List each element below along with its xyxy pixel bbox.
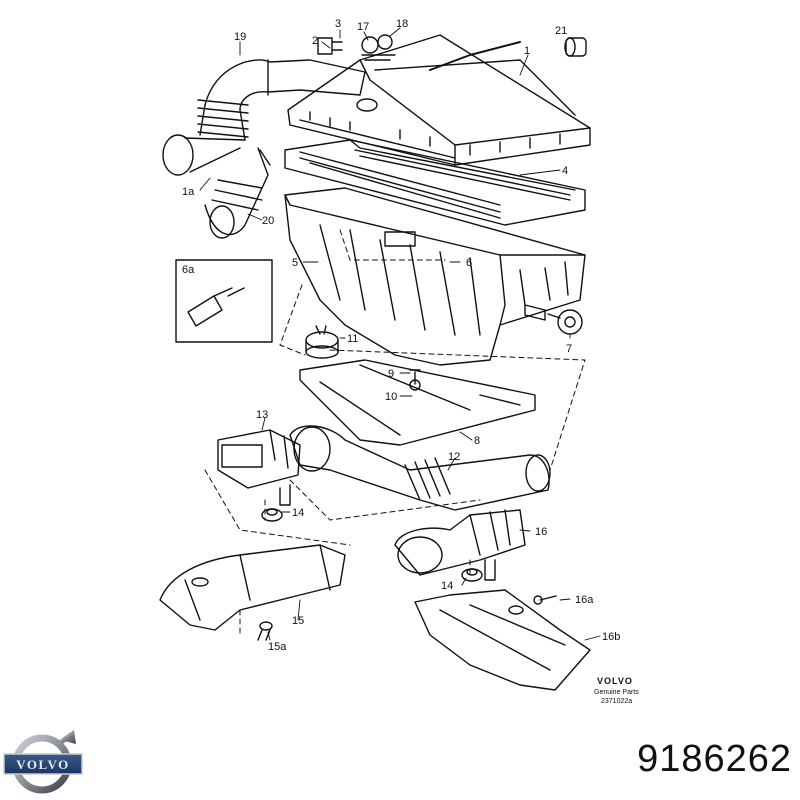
label-20: 20 xyxy=(262,215,274,227)
label-1: 1 xyxy=(524,45,530,57)
label-1a: 1a xyxy=(182,186,195,198)
label-5: 5 xyxy=(292,257,298,269)
label-3: 3 xyxy=(335,18,341,30)
label-16: 16 xyxy=(535,526,547,538)
label-15: 15 xyxy=(292,615,304,627)
assembly-guides xyxy=(204,229,586,636)
part-number: 9186262 xyxy=(637,738,792,780)
label-9: 9 xyxy=(388,368,394,380)
label-6a: 6a xyxy=(182,264,195,276)
logo-text: VOLVO xyxy=(16,757,69,772)
air-cleaner-housing xyxy=(284,187,586,366)
label-11: 11 xyxy=(347,333,358,345)
label-15a: 15a xyxy=(268,641,287,653)
volvo-logo: VOLVO xyxy=(3,730,83,794)
label-16b: 16b xyxy=(602,631,620,643)
label-6: 6 xyxy=(466,257,472,269)
label-14-upper: 14 xyxy=(292,507,304,519)
rubber-mount-7 xyxy=(547,309,583,335)
sensor-fittings xyxy=(317,34,396,61)
intake-hose xyxy=(162,59,366,239)
label-21: 21 xyxy=(555,25,567,37)
air-scoop-15 xyxy=(159,544,346,631)
label-19: 19 xyxy=(234,31,246,43)
label-14-lower: 14 xyxy=(441,580,453,592)
label-2: 2 xyxy=(312,35,318,47)
stamp-line2: 2371022a xyxy=(601,698,632,705)
shield-16b xyxy=(414,589,591,691)
grommet-21 xyxy=(429,37,587,71)
label-13: 13 xyxy=(256,409,268,421)
stamp-line1: Genuine Parts xyxy=(594,689,639,696)
label-16a: 16a xyxy=(575,594,594,606)
genuine-parts-stamp: VOLVO Genuine Parts 2371022a xyxy=(594,676,639,705)
label-4: 4 xyxy=(562,165,568,177)
label-8: 8 xyxy=(474,435,480,447)
grommet-11 xyxy=(305,325,339,359)
callout-box-6a xyxy=(175,259,273,343)
label-12: 12 xyxy=(448,451,460,463)
washers-14 xyxy=(261,508,483,582)
stamp-brand: VOLVO xyxy=(597,676,633,686)
leader-lines xyxy=(199,27,601,641)
label-7: 7 xyxy=(566,343,572,355)
air-duct-12 xyxy=(289,425,551,511)
inlet-13 xyxy=(217,429,301,506)
filter-element xyxy=(284,139,586,226)
label-10: 10 xyxy=(385,391,397,403)
screw-15a xyxy=(257,621,273,641)
label-17: 17 xyxy=(357,21,369,33)
label-18: 18 xyxy=(396,18,408,30)
air-cleaner-cover xyxy=(287,34,591,166)
outlet-16 xyxy=(394,509,526,581)
bracket-plate xyxy=(299,359,536,446)
part-labels: 19 3 2 17 18 21 1 1a 20 4 5 6a 6 11 7 9 … xyxy=(182,18,620,653)
